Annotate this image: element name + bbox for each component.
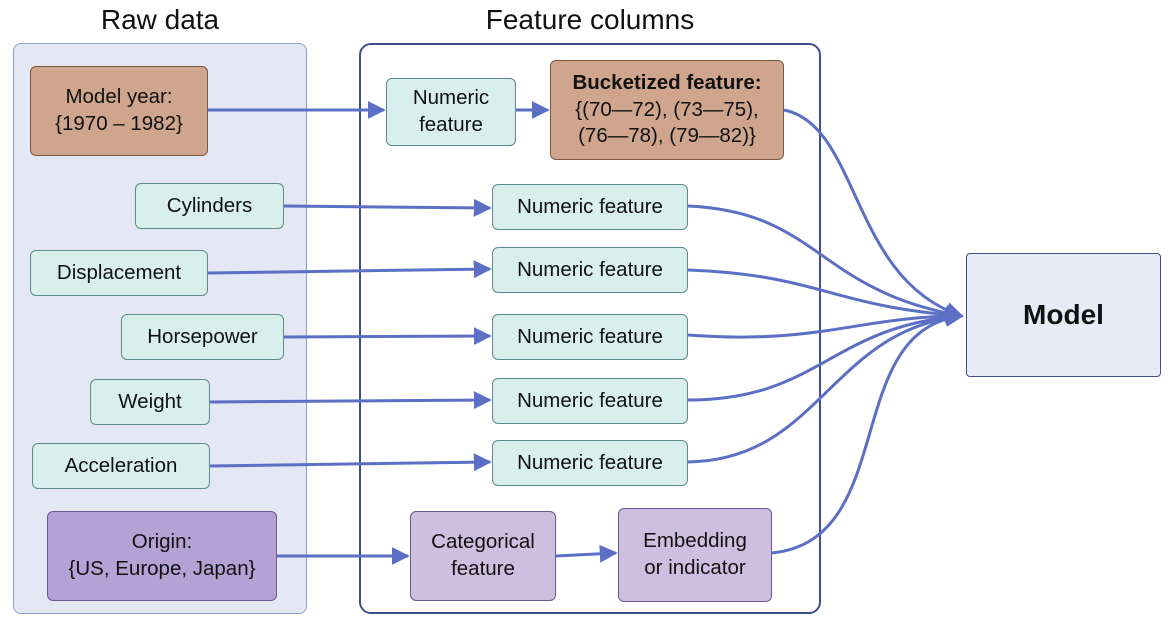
displacement-box: Displacement: [30, 250, 208, 296]
numeric-feature-label: Numeric feature: [517, 257, 663, 281]
horsepower-label: Horsepower: [147, 324, 258, 348]
numeric-feature-label: Numeric feature: [517, 388, 663, 412]
embedding-line2: or indicator: [644, 556, 746, 579]
curve-num5-model: [687, 308, 964, 464]
embedding-line1: Embedding: [643, 529, 747, 553]
curve-num4-model: [687, 308, 964, 402]
curve-num3-model: [687, 307, 964, 339]
numeric-feature-box-cylinders: Numeric feature: [492, 184, 688, 230]
arrow-cylinders: [283, 198, 492, 217]
displacement-label: Displacement: [56, 260, 182, 284]
origin-label: Origin:: [131, 530, 193, 554]
weight-box: Weight: [90, 379, 210, 425]
feature-columns-title: Feature columns: [485, 4, 695, 35]
curve-embedding-model: [771, 308, 964, 555]
categorical-line2: feature: [451, 557, 515, 580]
categorical-feature-box: Categorical feature: [410, 511, 556, 601]
model-year-label: Model year:: [65, 85, 173, 109]
numeric-feature-box-horsepower: Numeric feature: [492, 314, 688, 360]
acceleration-label: Acceleration: [64, 453, 178, 477]
arrow-displacement: [207, 260, 492, 279]
model-box: Model: [966, 253, 1161, 377]
weight-label: Weight: [118, 389, 182, 413]
arrow-horsepower: [283, 327, 492, 346]
numeric-feature-label: Numeric feature: [517, 450, 663, 474]
arrow-weight: [209, 391, 492, 410]
curve-bucketized-model: [783, 108, 964, 320]
cylinders-label: Cylinders: [166, 193, 253, 217]
origin-box: Origin: {US, Europe, Japan}: [47, 511, 277, 601]
bucketized-buckets-line2: (76—78), (79—82)}: [578, 124, 756, 148]
numeric-feature-box-displacement: Numeric feature: [492, 247, 688, 293]
numeric-feature-box-year: Numeric feature: [386, 78, 516, 146]
model-year-box: Model year: {1970 – 1982}: [30, 66, 208, 156]
curve-num1-model: [687, 204, 964, 323]
raw-data-title: Raw data: [100, 4, 220, 35]
numeric-feature-label: Numeric feature: [517, 194, 663, 218]
curve-num2-model: [687, 268, 964, 324]
numeric-feature-label: Numeric feature: [517, 324, 663, 348]
horsepower-box: Horsepower: [121, 314, 284, 360]
bucketized-title: Bucketized feature:: [572, 71, 762, 95]
bucketized-feature-box: Bucketized feature:{(70—72), (73—75), (76…: [550, 60, 784, 160]
model-label: Model: [1023, 298, 1104, 330]
numeric-feature-box-weight: Numeric feature: [492, 378, 688, 424]
numeric-feature-box-acceleration: Numeric feature: [492, 440, 688, 486]
numeric-feature-line1: Numeric: [412, 86, 490, 110]
arrow-categorical-to-embedding: [555, 544, 618, 563]
model-year-range: {1970 – 1982}: [55, 112, 183, 135]
origin-values: {US, Europe, Japan}: [68, 557, 256, 580]
bucketized-buckets-line1: {(70—72), (73—75),: [575, 97, 759, 121]
acceleration-box: Acceleration: [32, 443, 210, 489]
numeric-feature-line2: feature: [419, 113, 483, 136]
categorical-line1: Categorical: [431, 530, 535, 554]
arrow-acceleration: [209, 453, 492, 472]
embedding-box: Embedding or indicator: [618, 508, 772, 602]
cylinders-box: Cylinders: [135, 183, 284, 229]
